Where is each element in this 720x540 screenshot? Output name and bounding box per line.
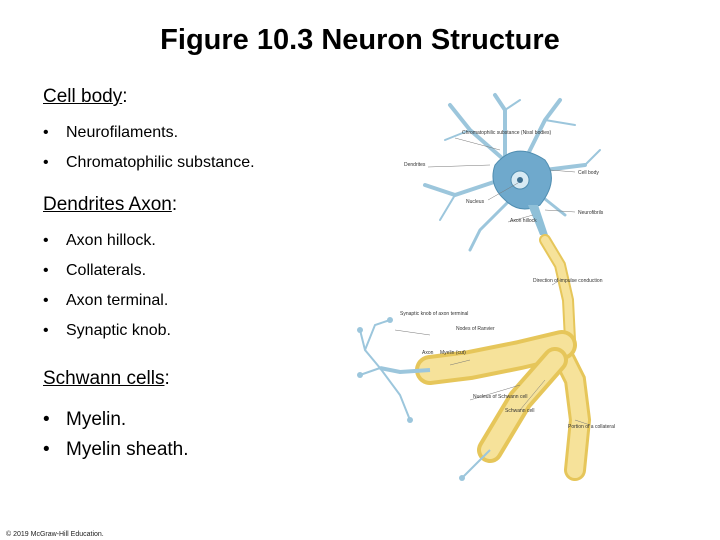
copyright-notice: © 2019 McGraw-Hill Education. bbox=[6, 531, 104, 538]
axon-terminals-graphic bbox=[359, 319, 491, 479]
list-item: Myelin. bbox=[43, 405, 189, 435]
dendrites-axon-list: Axon hillock. Collaterals. Axon terminal… bbox=[43, 226, 171, 346]
axon-myelin-graphic bbox=[379, 234, 592, 481]
label-myelin: Myelin (cut) bbox=[440, 350, 466, 356]
label-cell-body: Cell body bbox=[578, 170, 599, 176]
heading-dendrites-axon: Dendrites Axon: bbox=[43, 194, 178, 215]
list-item: Axon hillock. bbox=[43, 226, 171, 256]
label-nucleus: Nucleus bbox=[466, 199, 485, 205]
label-axon-hillock: Axon hillock bbox=[510, 218, 537, 224]
heading-cell-body: Cell body: bbox=[43, 86, 128, 107]
list-item: Axon terminal. bbox=[43, 286, 171, 316]
list-item: Chromatophilic substance. bbox=[43, 148, 255, 178]
nucleolus-graphic bbox=[517, 177, 523, 183]
list-item: Synaptic knob. bbox=[43, 316, 171, 346]
heading-schwann-cells: Schwann cells: bbox=[43, 368, 170, 389]
schwann-list: Myelin. Myelin sheath. bbox=[43, 405, 189, 465]
label-chromatophilic: Chromatophilic substance (Nissl bodies) bbox=[462, 130, 552, 136]
axon-hillock-graphic bbox=[528, 205, 548, 235]
label-collateral: Portion of a collateral bbox=[568, 424, 615, 430]
list-item: Myelin sheath. bbox=[43, 435, 189, 465]
list-item: Collaterals. bbox=[43, 256, 171, 286]
label-synaptic-knob: Synaptic knob of axon terminal bbox=[400, 311, 468, 317]
leader-lines bbox=[394, 137, 591, 426]
label-neurofibrils: Neurofibrils bbox=[578, 210, 604, 216]
label-dendrites: Dendrites bbox=[404, 162, 426, 168]
synaptic-knobs-graphic bbox=[357, 317, 465, 481]
label-schwann-nucleus: Nucleus of Schwann cell bbox=[473, 394, 527, 400]
label-axon: Axon bbox=[422, 350, 434, 356]
dendrites-graphic bbox=[423, 93, 601, 252]
list-item: Neurofilaments. bbox=[43, 118, 255, 148]
slide-title: Figure 10.3 Neuron Structure bbox=[160, 24, 560, 56]
label-schwann-cell: Schwann cell bbox=[505, 408, 534, 414]
label-impulse: Direction of impulse conduction bbox=[533, 278, 603, 284]
cell-body-list: Neurofilaments. Chromatophilic substance… bbox=[43, 118, 255, 178]
label-nodes: Nodes of Ranvier bbox=[456, 326, 495, 332]
